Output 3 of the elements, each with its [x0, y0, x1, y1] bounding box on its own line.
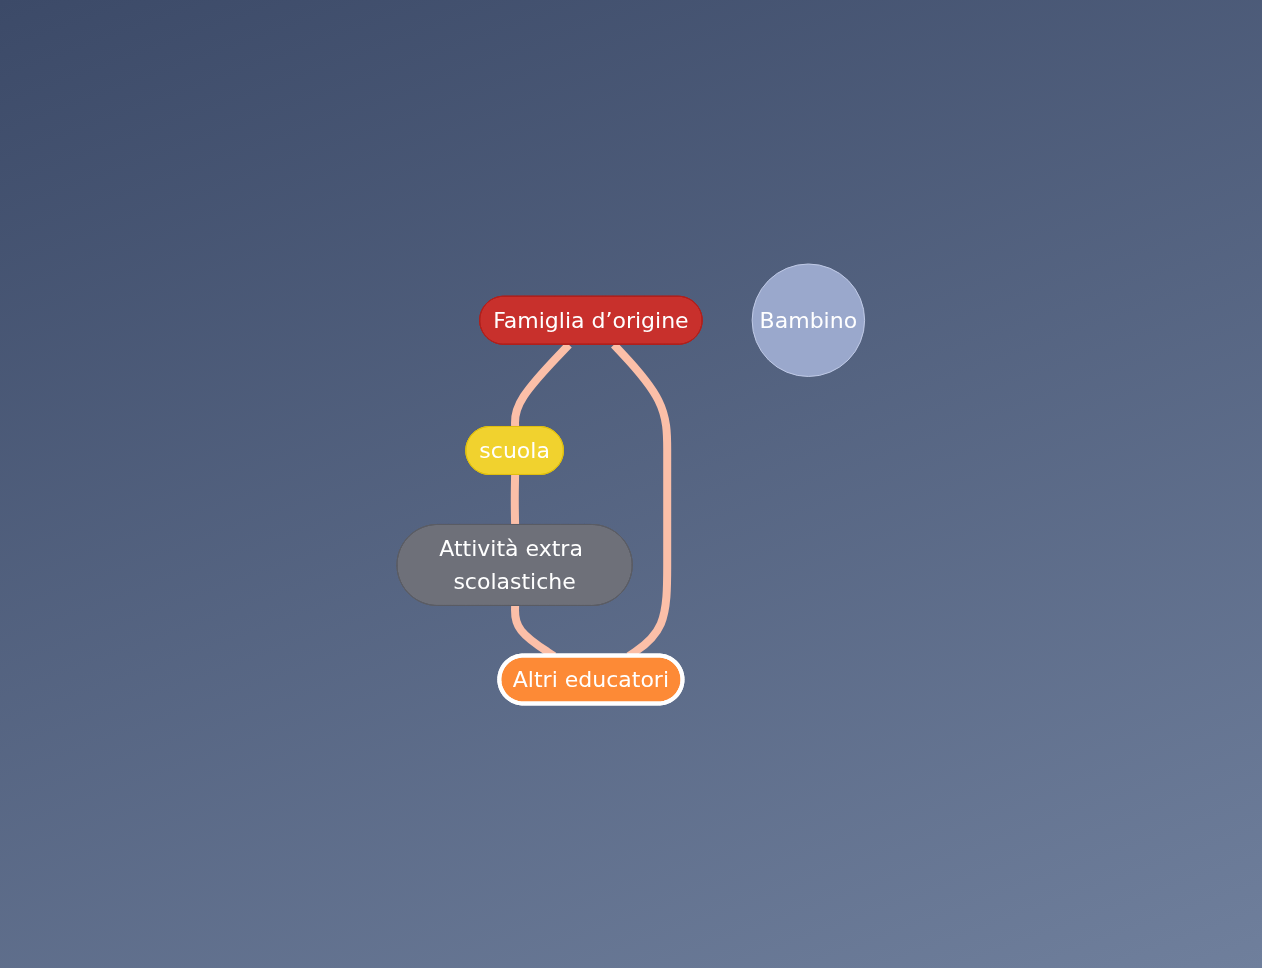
connector — [510, 475, 520, 526]
connector — [511, 342, 572, 428]
node-circle: Bambino — [751, 263, 866, 378]
